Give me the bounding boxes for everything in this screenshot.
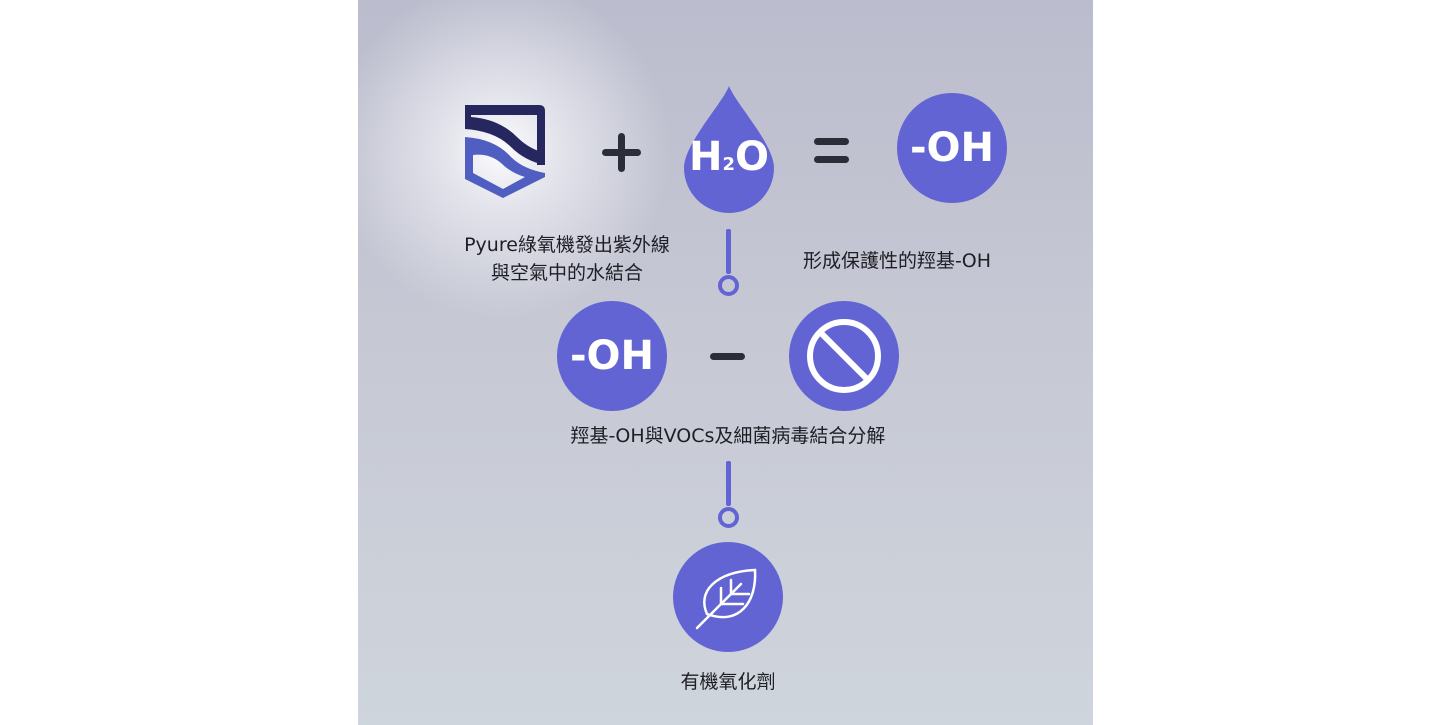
plus-operator-vertical xyxy=(618,133,625,172)
connector-line xyxy=(726,229,731,274)
formula-subscript: 2 xyxy=(722,154,735,175)
step1-caption: Pyure綠氧機發出紫外線 與空氣中的水結合 xyxy=(417,231,717,287)
water-drop-icon xyxy=(684,86,774,213)
connector-node xyxy=(718,507,739,528)
result-caption: 形成保護性的羥基-OH xyxy=(802,250,992,272)
equals-operator-bottom xyxy=(814,156,849,163)
water-formula: H2O xyxy=(682,132,776,190)
formula-h: H xyxy=(688,134,723,180)
leaf-icon xyxy=(695,568,757,630)
diagram-panel: H2O -OH Pyure綠氧機發出紫外線 與空氣中的水結合 形成保護性的羥基-… xyxy=(358,0,1093,725)
pyure-logo-icon xyxy=(465,105,545,198)
prohibited-circle xyxy=(789,301,899,411)
equals-operator-top xyxy=(814,138,849,145)
minus-operator xyxy=(710,353,745,360)
hydroxyl-result-circle: -OH xyxy=(897,93,1007,203)
step1-caption-line2: 與空氣中的水結合 xyxy=(490,262,643,284)
step2-caption: 羥基-OH與VOCs及細菌病毒結合分解 xyxy=(570,425,886,447)
connector-node xyxy=(718,275,739,296)
connector-line xyxy=(726,461,731,506)
step3-caption: 有機氧化劑 xyxy=(680,671,776,693)
formula-o: O xyxy=(735,134,770,180)
step1-caption-line1: Pyure綠氧機發出紫外線 xyxy=(464,234,670,256)
leaf-circle xyxy=(673,542,783,652)
hydroxyl-circle: -OH xyxy=(557,301,667,411)
prohibited-icon xyxy=(807,319,881,393)
